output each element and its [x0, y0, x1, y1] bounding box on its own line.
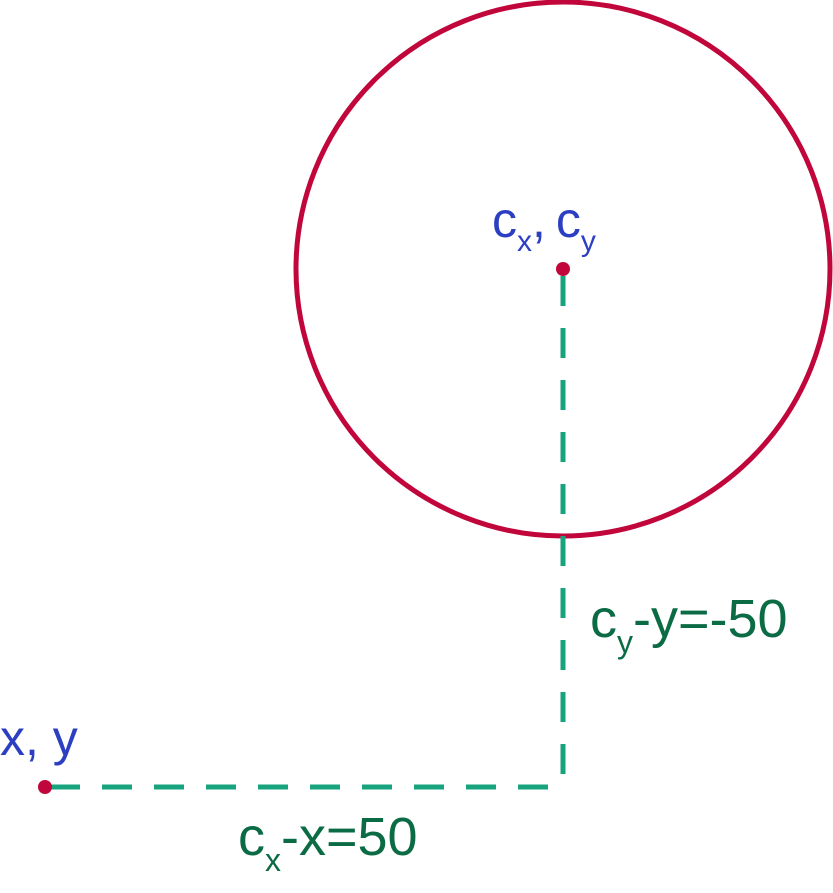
dy-label-sub: y: [617, 624, 633, 660]
center-point: [556, 262, 570, 276]
origin-point: [38, 780, 52, 794]
center-label-sub-x: x: [517, 225, 532, 258]
center-label-sub-y: y: [581, 225, 596, 258]
center-label: cx,cy: [492, 192, 596, 258]
dy-label: cy-y=-50: [590, 589, 788, 660]
dx-label-c: c: [238, 807, 265, 867]
center-label-c2: c: [556, 192, 581, 248]
center-label-c1: c: [492, 192, 517, 248]
dx-label-rest: -x=50: [281, 807, 418, 867]
dx-label-sub: x: [265, 842, 281, 878]
dy-label-rest: -y=-50: [633, 589, 788, 649]
dy-label-c: c: [590, 589, 617, 649]
center-label-comma: ,: [532, 192, 546, 248]
origin-label: x, y: [0, 710, 78, 766]
dx-label: cx-x=50: [238, 807, 418, 878]
